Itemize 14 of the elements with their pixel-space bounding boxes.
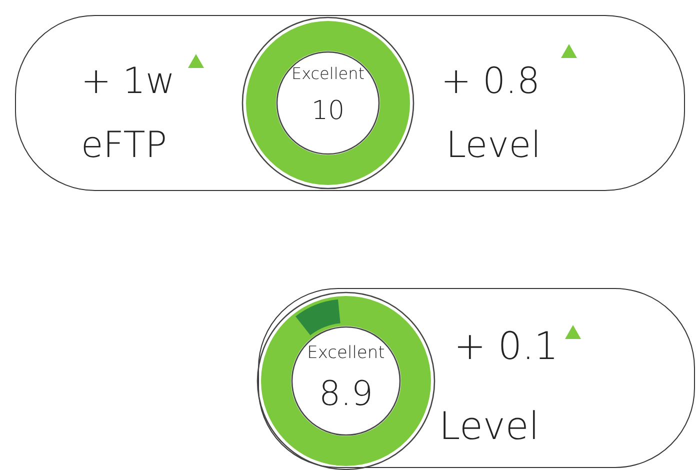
metric-label: eFTP [81,128,167,164]
metric-label: Level [439,407,540,445]
change-value: + 0.1 [454,327,558,365]
score-value: 10 [310,98,346,124]
rating-label: Excellent [290,66,366,82]
score-ring [241,16,415,190]
rating-label: Excellent [306,345,386,362]
change-value: + 0.8 [441,64,540,100]
summary-card [258,288,695,468]
metric-label: Level [446,128,542,164]
score-value: 8.9 [318,377,374,411]
change-value: + 1w [81,64,175,100]
score-ring [256,291,436,470]
summary-card [15,15,685,191]
